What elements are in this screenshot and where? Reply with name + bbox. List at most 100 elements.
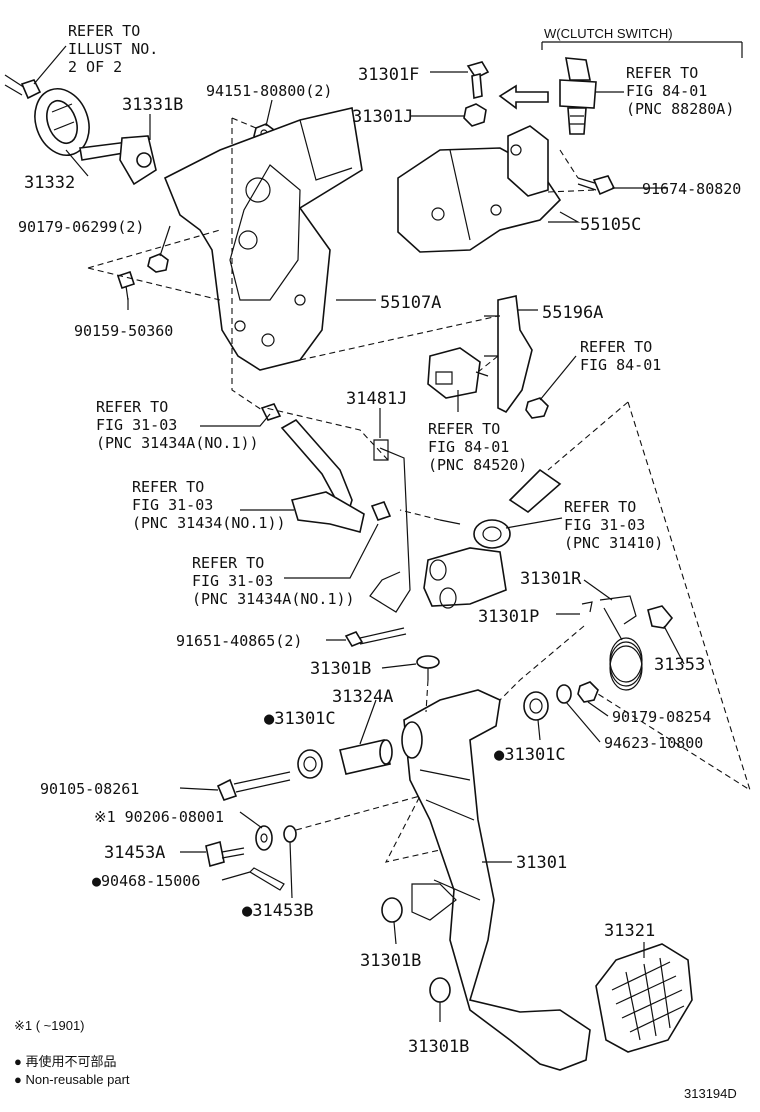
label-90159: 90159-50360: [74, 322, 173, 340]
label-90179-06299: 90179-06299(2): [18, 218, 144, 236]
label-90179-08254: 90179-08254: [612, 708, 711, 726]
label-31353: 31353: [654, 655, 705, 675]
sensor-84520-icon: [427, 347, 489, 399]
ref-3103-c-line2: FIG 31-03: [564, 516, 645, 534]
pedal-bracket-55107A-icon: [163, 107, 363, 371]
ref-3103-b-line3: (PNC 31434(NO.1)): [132, 514, 286, 532]
nut-90179-08254-icon: [577, 681, 599, 703]
washer-94623-icon: [556, 684, 572, 704]
ref-8401-b-line1: REFER TO: [580, 338, 652, 356]
label-91651: 91651-40865(2): [176, 632, 302, 650]
cushion-31301B-top-icon: [416, 655, 440, 680]
label-31332: 31332: [24, 173, 75, 193]
label-31301B-top: 31301B: [310, 659, 371, 679]
ref-3103-a-line1: REFER TO: [96, 398, 168, 416]
pedal-pad-31321-icon: [595, 943, 693, 1053]
assembly-lines: [87, 117, 751, 863]
label-31481J: 31481J: [346, 389, 407, 409]
bolt-31301F-icon: [466, 61, 490, 100]
label-31301: 31301: [516, 853, 567, 873]
arrow-icon: [498, 84, 549, 110]
label-31301C-right: ●31301C: [494, 745, 566, 765]
label-94151: 94151-80800(2): [206, 82, 332, 100]
push-rod-31331B-icon: [79, 135, 157, 186]
cable-end-icon: [4, 74, 42, 100]
boot-31332-icon: [34, 88, 90, 156]
label-31331B: 31331B: [122, 95, 183, 115]
label-31453A: 31453A: [104, 843, 165, 863]
label-55105C: 55105C: [580, 215, 641, 235]
label-31321: 31321: [604, 921, 655, 941]
ref-3103-a-line3: (PNC 31434A(NO.1)): [96, 434, 259, 452]
nut-31301J-icon: [463, 103, 487, 127]
ref-8401-a-line3: (PNC 88280A): [626, 100, 734, 118]
plate-55196A-icon: [484, 295, 533, 414]
labels: REFER TO ILLUST NO. 2 OF 2 31331B 31332 …: [14, 22, 741, 1101]
label-31301C-left: ●31301C: [264, 709, 336, 729]
label-91674: 91674-80820: [642, 180, 741, 198]
label-31301F: 31301F: [358, 65, 419, 85]
pin-31453A-icon: [205, 840, 245, 868]
ref-8401-c-line3: (PNC 84520): [428, 456, 527, 474]
legend-note1: ※1 ( ~1901): [14, 1018, 85, 1033]
ref-3103-c-line3: (PNC 31410): [564, 534, 663, 552]
leader-lines: [33, 45, 685, 1022]
collar-31324A-icon: [339, 739, 393, 775]
bushing-31453B-icon: [283, 825, 297, 843]
clutch-switch-label: W(CLUTCH SWITCH): [544, 26, 673, 41]
nut-8401-icon: [525, 397, 549, 419]
legend-nonreusable-jp: ● 再使用不可部品: [14, 1054, 116, 1069]
nut-90179-icon: [147, 253, 169, 273]
spring-31301R-icon: [599, 595, 637, 641]
bolt-90105-icon: [216, 771, 291, 801]
label-31301P: 31301P: [478, 607, 539, 627]
cushion-31301B-bot-icon: [429, 977, 451, 1003]
legend-nonreusable-en: ● Non-reusable part: [14, 1072, 130, 1087]
ref-8401-c-line2: FIG 84-01: [428, 438, 509, 456]
refer-illust-line3: 2 OF 2: [68, 58, 122, 76]
label-94623: 94623-10800: [604, 734, 703, 752]
clutch-switch-icon: [559, 57, 597, 135]
refer-illust-line2: ILLUST NO.: [68, 40, 158, 58]
ref-8401-b-line2: FIG 84-01: [580, 356, 661, 374]
hose-31434-icon: [290, 491, 392, 533]
bracket-55105C-icon: [397, 125, 562, 253]
bushing-31301C-right-icon: [523, 691, 549, 721]
ref-3103-b-line1: REFER TO: [132, 478, 204, 496]
ref-8401-a-line1: REFER TO: [626, 64, 698, 82]
label-31301J: 31301J: [352, 107, 413, 127]
clip-31301P-icon: [581, 601, 593, 613]
bolt-91674-icon: [577, 175, 616, 196]
clip-90468-icon: [249, 867, 285, 891]
ref-3103-d-line1: REFER TO: [192, 554, 264, 572]
bushing-31301C-left-icon: [297, 749, 323, 779]
label-31301B-mid: 31301B: [360, 951, 421, 971]
master-cylinder-31410-icon: [423, 468, 562, 609]
ref-8401-c-line1: REFER TO: [428, 420, 500, 438]
ref-8401-a-line2: FIG 84-01: [626, 82, 707, 100]
cushion-31301B-mid-icon: [381, 897, 403, 923]
tube-31481J-icon: [369, 439, 411, 613]
switch-group-bracket: [541, 41, 743, 58]
ref-3103-b-line2: FIG 31-03: [132, 496, 213, 514]
pedal-31301-icon: [401, 689, 591, 1071]
label-90105: 90105-08261: [40, 780, 139, 798]
label-55196A: 55196A: [542, 303, 603, 323]
ref-3103-d-line3: (PNC 31434A(NO.1)): [192, 590, 355, 608]
ref-3103-d-line2: FIG 31-03: [192, 572, 273, 590]
label-31301B-bot: 31301B: [408, 1037, 469, 1057]
label-31453B: ●31453B: [242, 901, 314, 921]
ref-3103-a-line2: FIG 31-03: [96, 416, 177, 434]
ref-3103-c-line1: REFER TO: [564, 498, 636, 516]
label-90206: ※1 90206-08001: [94, 808, 224, 826]
label-55107A: 55107A: [380, 293, 441, 313]
refer-illust-line1: REFER TO: [68, 22, 140, 40]
bolt-91651-icon: [344, 627, 407, 647]
washer-90206-icon: [255, 825, 273, 851]
spring-31353-icon: [609, 605, 674, 691]
label-31324A: 31324A: [332, 687, 393, 707]
diagram-id: 313194D: [684, 1086, 737, 1101]
label-90468: ●90468-15006: [92, 872, 200, 890]
